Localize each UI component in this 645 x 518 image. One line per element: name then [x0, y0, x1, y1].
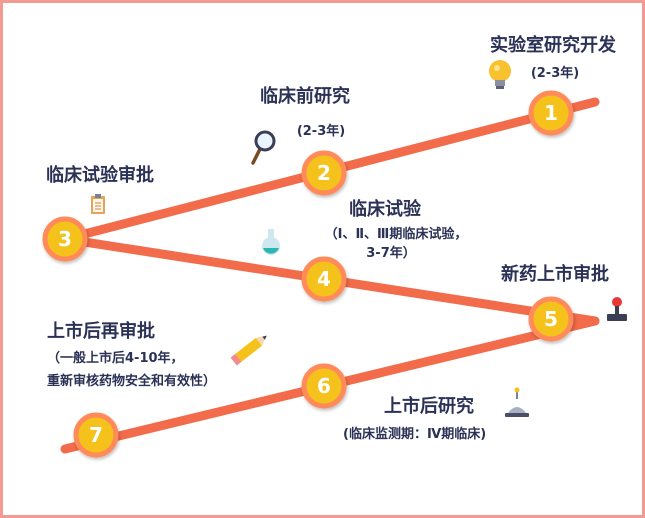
pencil-icon	[230, 335, 267, 366]
step-6-subtitle: (临床监测期：Ⅳ期临床)	[343, 427, 487, 442]
step-1-title: 实验室研究开发	[490, 35, 616, 56]
step-number-3: 3	[58, 227, 72, 251]
step-number-4: 4	[317, 267, 331, 291]
step-6-title: 上市后研究	[384, 396, 474, 417]
step-5-title: 新药上市审批	[501, 264, 609, 285]
step-node-6: 6	[301, 363, 347, 409]
step-node-3: 3	[42, 216, 88, 262]
step-node-1: 1	[528, 90, 574, 136]
step-1-subtitle: (2-3年)	[530, 66, 580, 81]
magnifier-icon	[251, 130, 276, 165]
step-7-subtitle-line2: 重新审核药物安全和有效性）	[47, 374, 217, 389]
step-7-subtitle-line1: （一般上市后4-10年，	[47, 351, 184, 366]
step-number-2: 2	[317, 161, 331, 185]
microscope-icon	[505, 387, 529, 417]
clipboard-icon	[91, 194, 105, 214]
flask-icon	[262, 229, 280, 255]
step-number-7: 7	[89, 423, 103, 447]
step-node-2: 2	[301, 150, 347, 196]
step-3-title: 临床试验审批	[46, 165, 154, 186]
stamp-icon	[607, 297, 627, 321]
step-4-title: 临床试验	[349, 199, 421, 220]
step-number-5: 5	[544, 307, 558, 331]
step-node-5: 5	[528, 296, 574, 342]
step-4-subtitle-line1: （Ⅰ、Ⅱ、Ⅲ期临床试验，	[324, 227, 468, 242]
step-7-title: 上市后再审批	[47, 321, 155, 342]
step-node-7: 7	[73, 412, 119, 458]
step-node-4: 4	[301, 256, 347, 302]
step-4-subtitle-line2: 3-7年）	[366, 246, 416, 261]
step-number-1: 1	[544, 101, 558, 125]
drug-development-timeline: 1 2 3 4 5 6 7	[42, 60, 627, 458]
step-2-title: 临床前研究	[260, 86, 350, 107]
step-2-subtitle: (2-3年)	[296, 124, 346, 139]
lightbulb-icon	[489, 60, 511, 89]
step-number-6: 6	[317, 374, 331, 398]
